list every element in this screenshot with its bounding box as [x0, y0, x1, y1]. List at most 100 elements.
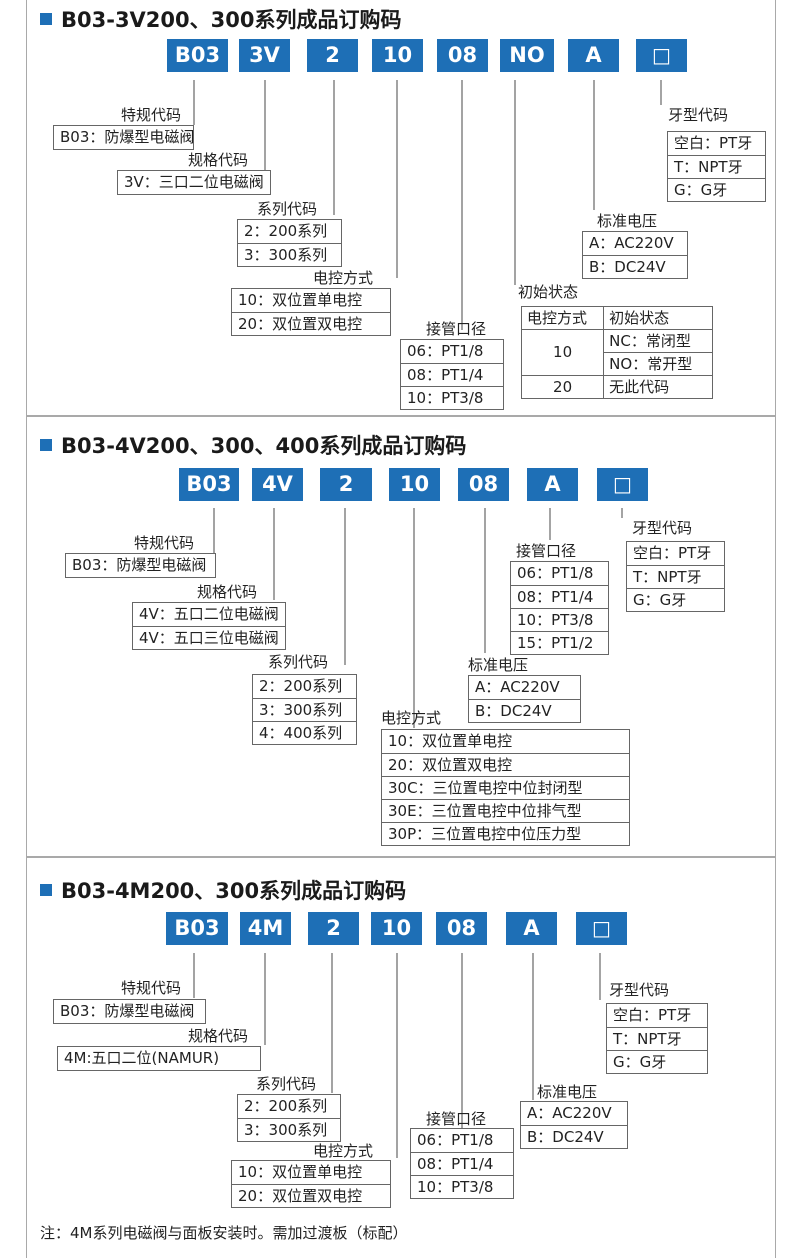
option-row: B：DC24V [469, 699, 580, 722]
control-mode-options: 10：双位置单电控 20：双位置双电控 30C：三位置电控中位封闭型 30E：三… [381, 729, 630, 846]
thread-options: 空白：PT牙 T：NPT牙 G：G牙 [667, 131, 766, 202]
option-row: 4：400系列 [253, 721, 356, 744]
option-row: 20：双位置双电控 [232, 312, 390, 335]
special-code-options: B03：防爆型电磁阀 [65, 553, 216, 578]
code-box: 2 [308, 912, 359, 945]
code-box: B03 [166, 912, 228, 945]
label-port-size: 接管口径 [516, 542, 577, 560]
option-row: 06：PT1/8 [407, 342, 484, 360]
label-port-size: 接管口径 [426, 320, 487, 338]
option-row: 20：双位置双电控 [382, 753, 629, 776]
spec-code-options: 3V：三口二位电磁阀 [117, 170, 271, 195]
control-mode-options: 10：双位置单电控 20：双位置双电控 [231, 288, 391, 336]
code-box: B03 [167, 39, 228, 72]
option-row: 2：200系列 [244, 222, 328, 240]
label-control-mode: 电控方式 [313, 1142, 374, 1160]
option-row: 3：300系列 [238, 1118, 340, 1141]
option-row: T：NPT牙 [668, 155, 765, 178]
option-row: B03：防爆型电磁阀 [60, 128, 195, 146]
voltage-options: A：AC220V B：DC24V [468, 675, 581, 723]
label-thread: 牙型代码 [632, 519, 693, 537]
option-row: G：G牙 [627, 588, 724, 611]
code-box: B03 [179, 468, 239, 501]
option-row: 4M:五口二位(NAMUR) [64, 1049, 220, 1067]
option-row: 4V：五口三位电磁阀 [133, 626, 285, 649]
option-row: 3：300系列 [238, 243, 341, 266]
code-box-placeholder: □ [576, 912, 627, 945]
option-row: 2：200系列 [259, 677, 343, 695]
label-port-size: 接管口径 [426, 1110, 487, 1128]
label-series-code: 系列代码 [256, 1075, 317, 1093]
code-box: 10 [389, 468, 440, 501]
option-row: 30E：三位置电控中位排气型 [382, 799, 629, 822]
option-row: 30P：三位置电控中位压力型 [382, 822, 629, 845]
option-row: 2：200系列 [244, 1097, 328, 1115]
code-box: 2 [307, 39, 358, 72]
spec-code-options: 4M:五口二位(NAMUR) [57, 1046, 261, 1071]
option-row: 08：PT1/4 [511, 585, 608, 608]
label-special-code: 特规代码 [121, 106, 182, 124]
option-row: G：G牙 [668, 178, 765, 201]
table-cell: 20 [520, 375, 605, 399]
option-row: A：AC220V [589, 234, 674, 252]
port-size-options: 06：PT1/8 08：PT1/4 10：PT3/8 [400, 339, 504, 410]
option-row: 4V：五口二位电磁阀 [139, 605, 279, 623]
square-bullet-icon [40, 13, 52, 25]
option-row: 10：双位置单电控 [238, 291, 363, 309]
code-box: A [527, 468, 578, 501]
option-row: B03：防爆型电磁阀 [72, 556, 207, 574]
label-thread: 牙型代码 [609, 981, 670, 999]
section-frame-4v [26, 416, 776, 857]
label-voltage: 标准电压 [537, 1083, 598, 1101]
table-cell: 10 [520, 329, 605, 376]
footnote: 注：4M系列电磁阀与面板安装时。需加过渡板（标配） [40, 1224, 408, 1242]
option-row: 30C：三位置电控中位封闭型 [382, 776, 629, 799]
section-title-3v: B03-3V200、300系列成品订购码 [40, 4, 401, 34]
code-box: A [506, 912, 557, 945]
code-box: NO [500, 39, 554, 72]
option-row: 15：PT1/2 [511, 631, 608, 654]
square-bullet-icon [40, 884, 52, 896]
option-row: 20：双位置双电控 [232, 1184, 390, 1207]
option-row: 3：300系列 [253, 698, 356, 721]
label-special-code: 特规代码 [134, 534, 195, 552]
label-spec-code: 规格代码 [188, 151, 249, 169]
section-title-4m: B03-4M200、300系列成品订购码 [40, 875, 406, 905]
option-row: 3V：三口二位电磁阀 [124, 173, 264, 191]
option-row: 10：PT3/8 [511, 608, 608, 631]
thread-options: 空白：PT牙 T：NPT牙 G：G牙 [606, 1003, 708, 1074]
option-row: B：DC24V [521, 1125, 627, 1148]
code-box: A [568, 39, 619, 72]
label-initial-state: 初始状态 [518, 283, 579, 301]
special-code-options: B03：防爆型电磁阀 [53, 999, 206, 1024]
option-row: T：NPT牙 [607, 1027, 707, 1050]
section-frame-3v [26, 0, 776, 416]
label-voltage: 标准电压 [468, 656, 529, 674]
label-special-code: 特规代码 [121, 979, 182, 997]
code-box: 4M [240, 912, 291, 945]
option-row: 10：PT3/8 [411, 1175, 513, 1198]
option-row: 10：双位置单电控 [238, 1163, 363, 1181]
control-mode-options: 10：双位置单电控 20：双位置双电控 [231, 1160, 391, 1208]
label-control-mode: 电控方式 [313, 269, 374, 287]
option-row: 08：PT1/4 [411, 1152, 513, 1175]
code-box: 08 [436, 912, 487, 945]
label-control-mode: 电控方式 [381, 709, 442, 727]
section-title-4v: B03-4V200、300、400系列成品订购码 [40, 430, 466, 460]
code-box: 08 [437, 39, 488, 72]
code-box: 08 [458, 468, 509, 501]
option-row: 空白：PT牙 [674, 134, 753, 152]
option-row: T：NPT牙 [627, 565, 724, 588]
initial-state-table: 电控方式 初始状态 10 NC：常闭型 NO：常开型 20 无此代码 [520, 306, 713, 399]
label-voltage: 标准电压 [597, 212, 658, 230]
label-series-code: 系列代码 [257, 200, 318, 218]
code-box: 2 [320, 468, 372, 501]
label-thread: 牙型代码 [668, 106, 729, 124]
label-spec-code: 规格代码 [197, 583, 258, 601]
option-row: 空白：PT牙 [633, 544, 712, 562]
option-row: B03：防爆型电磁阀 [60, 1002, 195, 1020]
